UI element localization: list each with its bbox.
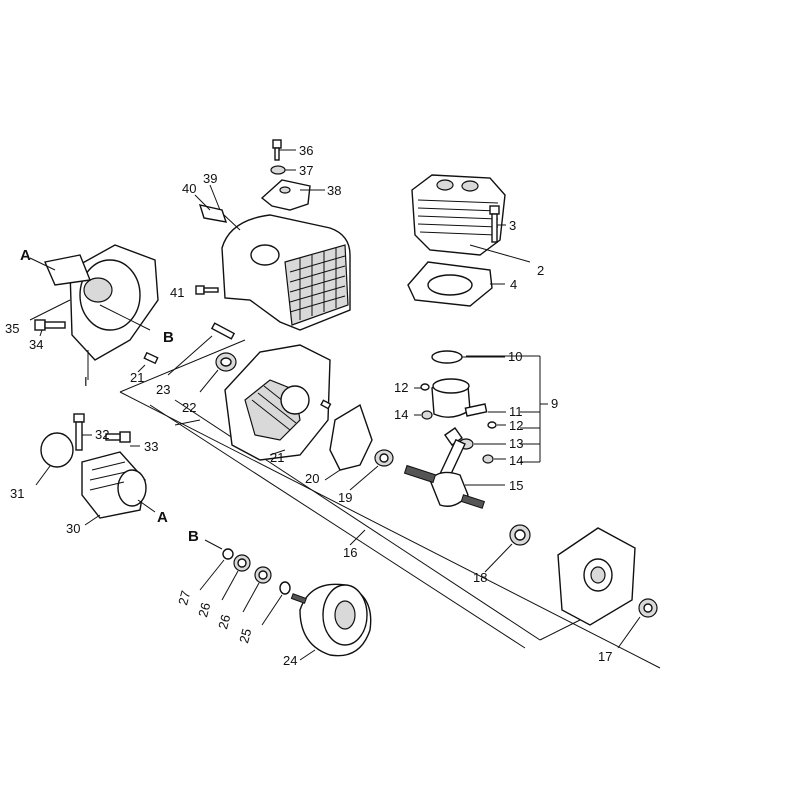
crankcase-half-part <box>167 322 332 461</box>
label-part-2: 2 <box>537 263 544 278</box>
shaft-16-part <box>349 529 366 546</box>
label-part-35: 35 <box>5 321 19 336</box>
label-part-15: 15 <box>509 478 523 493</box>
piston-part <box>414 378 506 464</box>
piston-ring-10-part <box>431 350 505 364</box>
label-part-38: 38 <box>327 183 341 198</box>
label-part-27: 27 <box>175 589 193 607</box>
label-part-40: 40 <box>182 181 196 196</box>
label-part-23: 23 <box>156 382 170 397</box>
clutch-drum-24-part <box>290 583 372 661</box>
bolt-36-part <box>272 139 296 161</box>
bearing-26-left-part <box>221 554 251 601</box>
oil-seal-17-part <box>617 598 658 649</box>
label-part-25: 25 <box>236 627 254 645</box>
cover-vent-grille <box>289 248 346 320</box>
ref-mark-a-top: A <box>20 247 31 264</box>
label-part-39: 39 <box>203 171 217 186</box>
crankshaft-15-part <box>403 427 505 509</box>
label-part-4: 4 <box>510 277 517 292</box>
bearing-26-right-part <box>242 566 272 613</box>
bearing-19-part <box>349 449 394 491</box>
label-part-9: 9 <box>551 396 558 411</box>
cylinder-cover-39-part <box>209 184 351 331</box>
label-part-21-left: 21 <box>130 370 144 385</box>
label-part-33: 33 <box>144 439 158 454</box>
label-part-36: 36 <box>299 143 313 158</box>
bearing-18-part <box>484 524 531 573</box>
washer-37-part <box>270 165 296 175</box>
reference-mark-labels: A B A B I <box>20 247 199 545</box>
label-part-26-right: 26 <box>215 613 233 631</box>
circlip-25-part <box>261 581 291 626</box>
cylinder-2-part <box>411 174 531 263</box>
pin-21-part <box>137 351 159 373</box>
label-part-30: 30 <box>66 521 80 536</box>
bolt-32-part <box>73 413 92 451</box>
label-part-34: 34 <box>29 337 43 352</box>
label-sticker-40-part <box>194 194 228 223</box>
label-part-21-right: 21 <box>270 450 284 465</box>
label-part-24: 24 <box>283 653 297 668</box>
label-part-12-left: 12 <box>394 380 408 395</box>
label-part-16: 16 <box>343 545 357 560</box>
crankcase-half-17-part <box>557 527 636 626</box>
bolt-34-part <box>34 319 66 337</box>
clip-31-part <box>35 432 74 486</box>
label-part-37: 37 <box>299 163 313 178</box>
label-part-19: 19 <box>338 490 352 505</box>
label-part-22: 22 <box>182 400 196 415</box>
ref-mark-a-bottom: A <box>157 509 168 526</box>
bolt-33-part <box>105 431 140 447</box>
label-part-10: 10 <box>508 349 522 364</box>
bolt-3-part <box>489 205 506 243</box>
bracket-38-part <box>260 179 325 211</box>
label-part-18: 18 <box>473 570 487 585</box>
circlip-27-part <box>199 539 234 591</box>
label-part-11: 11 <box>509 404 523 419</box>
gasket-20-part <box>324 403 373 481</box>
part-number-labels: 2 3 4 9 10 11 12 12 13 14 14 15 16 17 18… <box>5 143 612 668</box>
label-part-41: 41 <box>170 285 184 300</box>
label-part-31: 31 <box>10 486 24 501</box>
label-part-20: 20 <box>305 471 319 486</box>
fan-housing-35-part <box>29 244 159 380</box>
ref-mark-b-bottom: B <box>188 528 199 545</box>
label-part-13: 13 <box>509 436 523 451</box>
label-part-14-right: 14 <box>509 453 523 468</box>
screw-41-part <box>195 285 219 295</box>
ref-mark-b-top: B <box>163 329 174 346</box>
gasket-4-part <box>407 261 505 307</box>
label-part-12-right: 12 <box>509 418 523 433</box>
label-part-17: 17 <box>598 649 612 664</box>
label-part-32: 32 <box>95 427 109 442</box>
ref-mark-i: I <box>84 374 88 389</box>
label-part-14-left: 14 <box>394 407 408 422</box>
clutch-housing-30-part <box>81 451 156 526</box>
label-part-26-left: 26 <box>195 601 213 619</box>
label-part-3: 3 <box>509 218 516 233</box>
